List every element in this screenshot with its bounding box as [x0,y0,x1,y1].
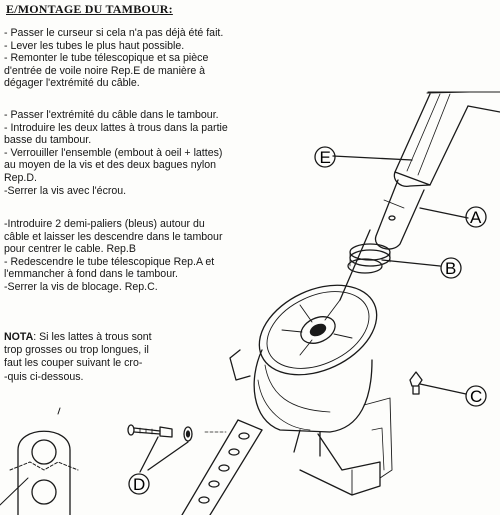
instruction-line: basse du tambour. [4,134,92,147]
perforated-slat [181,419,263,515]
instruction-line: dégager l'extrémité du câble. [4,77,140,90]
screw-assembly [127,424,227,442]
callout-a-circle [465,206,487,228]
note-line: : Si les lattes à trous sont [33,331,152,343]
instruction-line: Rep.D. [4,171,37,184]
instruction-line: - Passer le curseur si cela n'a pas déjà… [4,27,224,39]
telescopic-tube-lower [374,179,425,250]
callout-b-label: B [445,259,456,278]
leader-d [139,436,189,473]
note-line: faut les couper suivant le cro- [4,357,143,370]
leader-c [419,383,467,395]
instruction-block-3: -Introduire 2 demi-paliers (bleus) autou… [4,218,222,294]
leader-b [381,259,441,267]
callout-a-label: A [470,208,482,227]
section-heading: E/MONTAGE DU TAMBOUR: [6,2,173,16]
callout-e-circle [314,146,336,168]
instruction-block-1: - Passer le curseur si cela n'a pas déjà… [4,27,223,90]
instruction-line: - Verrouiller l'ensemble (embout à oeil … [4,146,223,159]
instruction-line: -Serrer la vis avec l'écrou. [4,184,127,197]
instruction-line: d'entrée de voile noire Rep.E de manière… [4,64,206,77]
instruction-block-2: - Passer l'extrémité du câble dans le ta… [4,109,228,197]
instruction-line: pour centrer le cable. Rep.B [4,243,136,256]
instruction-line: câble et laisser les descendre dans le t… [4,230,223,243]
instruction-line: - Redescendre le tube télescopique Rep.A… [4,255,215,268]
support-bracket [299,397,393,496]
leader-e [332,155,413,161]
slat-cutting-sketch [0,407,79,515]
callout-b-circle [440,257,462,279]
instruction-line: - Introduire les deux lattes à trous dan… [4,121,228,134]
note-line: trop grosses ou trop longues, il [4,344,149,357]
locking-screw [409,371,423,395]
instruction-line: au moyen de la vis et des deux bagues ny… [4,159,217,172]
instruction-line: - Lever les tubes le plus haut possible. [4,39,185,52]
note-line: -quis ci-dessous. [4,370,84,383]
instruction-line: - Remonter le tube télescopique et sa pi… [4,52,209,65]
callout-d-circle [128,473,150,495]
note-block: NOTA: Si les lattes à trous sont trop gr… [4,331,152,384]
instruction-line: -Serrer la vis de blocage. Rep.C. [4,280,158,293]
instruction-line: - Passer l'extrémité du câble dans le ta… [4,109,219,121]
drum [229,284,378,457]
leader-a [419,207,469,219]
instruction-line: -Introduire 2 demi-paliers (bleus) autou… [4,218,205,230]
telescopic-tube-upper [393,91,500,187]
callout-c-circle [465,385,487,407]
callout-d-label: D [133,475,145,494]
cable [339,229,371,301]
callout-e-label: E [320,148,331,167]
note-label: NOTA [4,331,34,343]
callout-c-label: C [470,387,482,406]
instruction-line: l'emmancher à fond dans le tambour. [4,268,178,281]
